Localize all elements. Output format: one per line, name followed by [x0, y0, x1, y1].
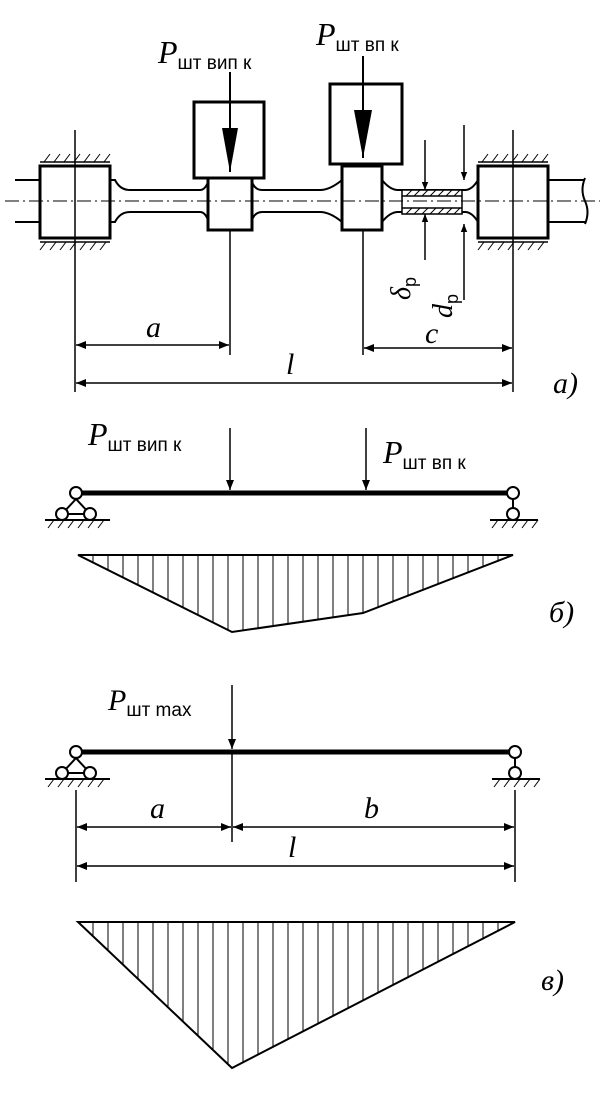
load-left-label-a: Pшт вип к: [157, 34, 252, 74]
part-b-beam: Pшт вип к Pшт вп к: [45, 416, 574, 634]
part-a-tag: а): [553, 367, 578, 400]
d-p-label: dр: [428, 294, 462, 318]
part-c-beam: Pшт max: [45, 684, 564, 1070]
dim-l-label-c: l: [288, 831, 296, 864]
part-b-tag: б): [549, 596, 574, 629]
shaft-body: [15, 177, 589, 225]
dim-b-label-c: b: [364, 792, 379, 825]
right-roller-support-b: [490, 486, 539, 529]
svg-text:δр: δр: [386, 277, 420, 300]
dim-a-label: a: [146, 311, 161, 344]
left-pinned-support-b: [45, 486, 110, 529]
bore-section: [401, 189, 463, 215]
dim-c-label: c: [425, 317, 438, 350]
load-label-c: Pшт max: [107, 684, 192, 721]
load-right-label-a: Pшт вп к: [315, 16, 399, 56]
moment-diagram-c: [75, 921, 516, 1070]
part-a-shaft: Pшт вип к Pшт вп к a c l δр dр а): [5, 16, 600, 400]
load-left-label-b: Pшт вип к: [87, 416, 182, 456]
right-support-hatching: [477, 153, 549, 251]
delta-p-label: δр: [386, 277, 420, 300]
right-roller-support-c: [492, 745, 541, 788]
left-pinned-support-c: [45, 745, 110, 788]
svg-text:dр: dр: [428, 294, 462, 318]
left-journal: [206, 176, 254, 232]
bore-dimension-markers: [421, 125, 468, 300]
load-right-label-b: Pшт вп к: [382, 434, 466, 474]
part-c-tag: в): [541, 964, 564, 997]
dim-a-label-c: a: [150, 792, 165, 825]
right-journal: [340, 164, 384, 232]
moment-diagram-b: [77, 554, 514, 634]
dim-l-label-a: l: [286, 348, 294, 381]
